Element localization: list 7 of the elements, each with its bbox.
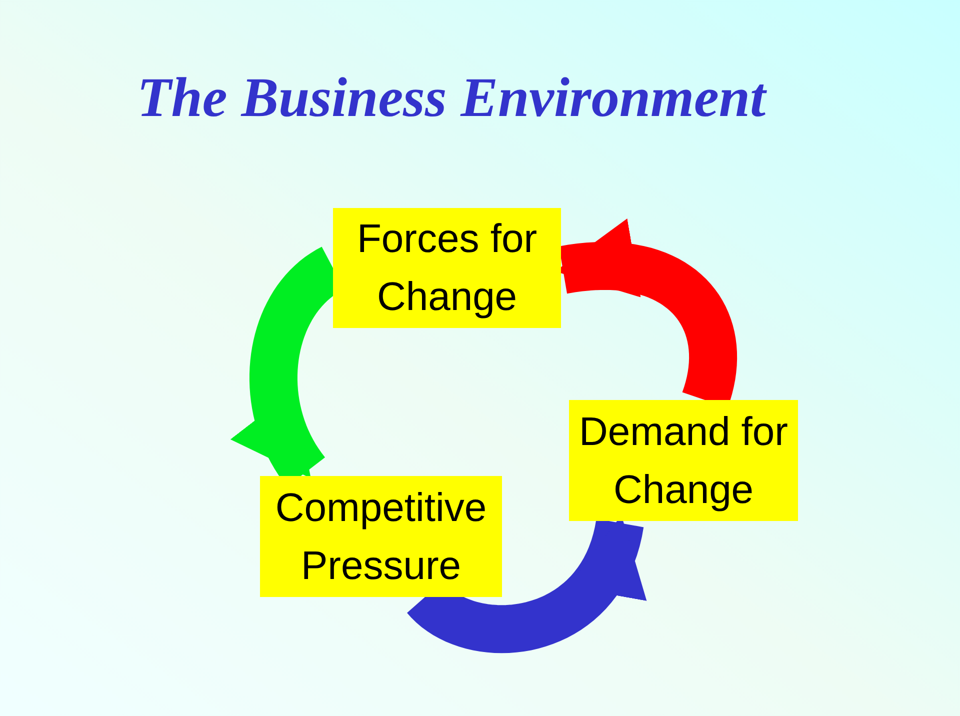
label-box [333, 208, 561, 328]
node-label: Forces for Change [356, 216, 538, 321]
node-label: Competitive Pressure [274, 484, 488, 590]
title: The Business Environment [137, 66, 766, 130]
label-box [569, 400, 798, 521]
label-box [260, 476, 502, 597]
node-label: Demand for Change [578, 408, 789, 514]
